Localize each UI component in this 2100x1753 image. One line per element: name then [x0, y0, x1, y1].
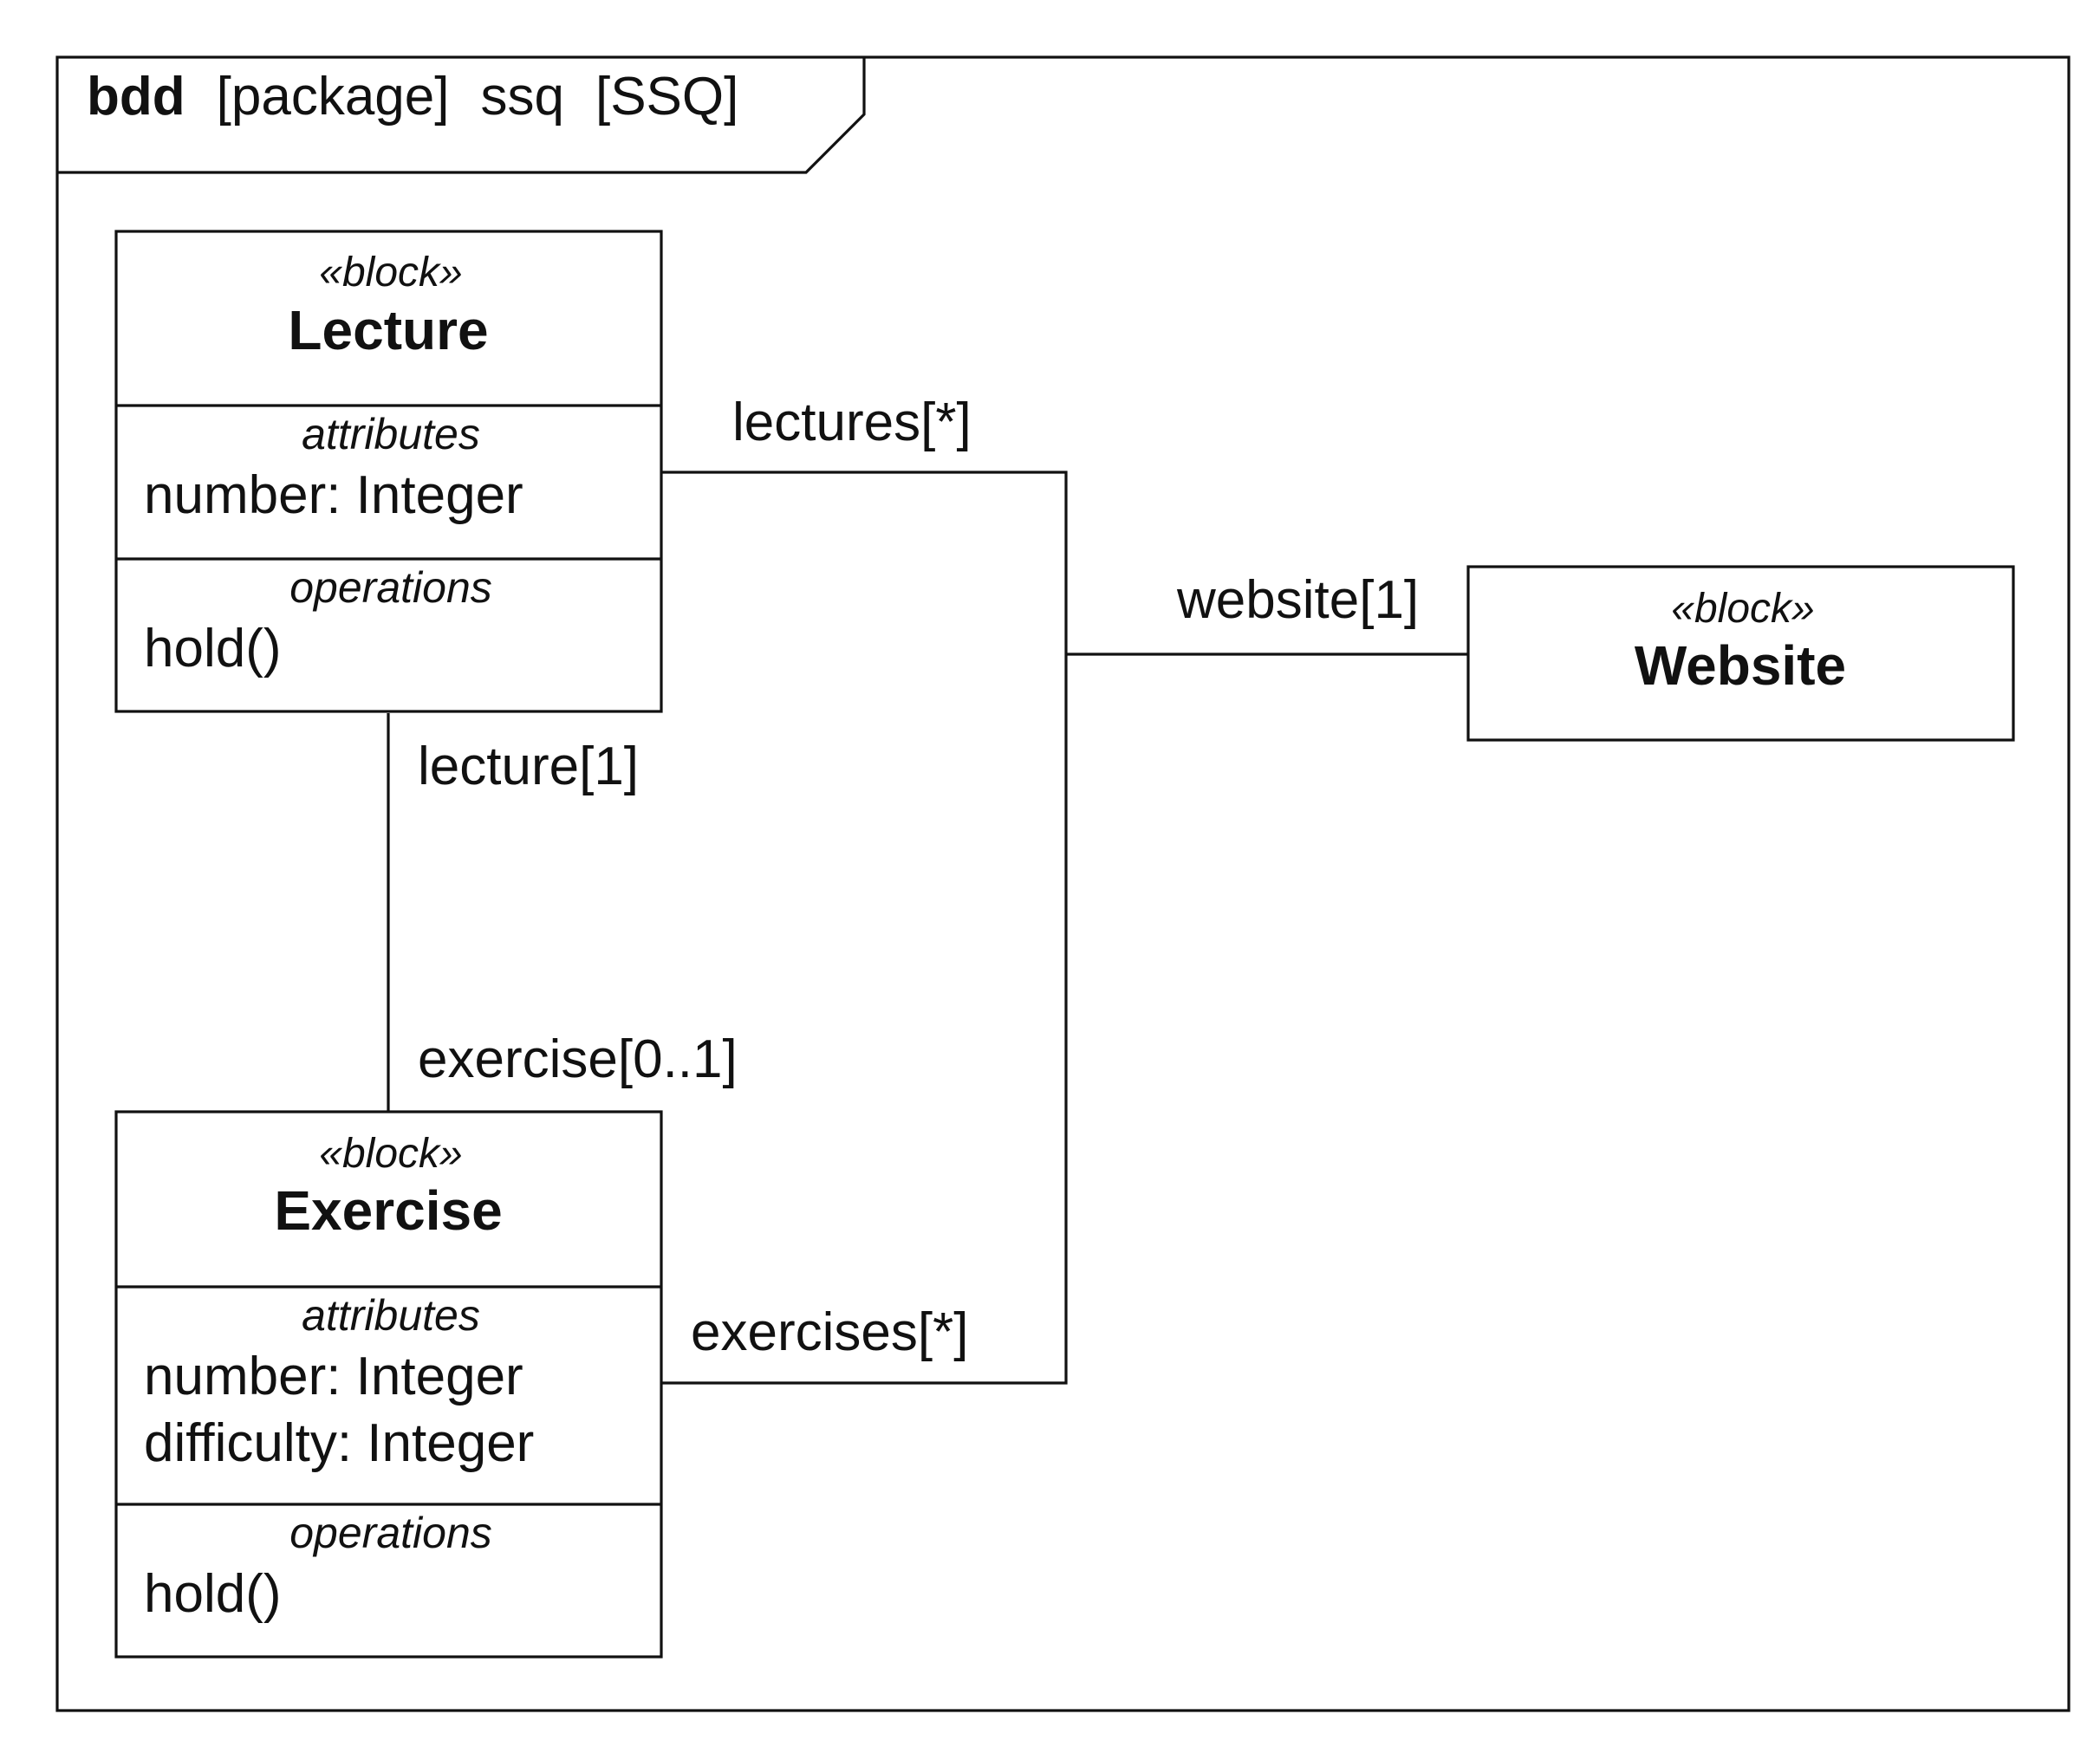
block-exercise-box: [114, 1110, 663, 1659]
block-name: Lecture: [288, 299, 488, 361]
block-lecture-box: [114, 230, 663, 713]
operations-compartment-label: operations: [289, 563, 492, 612]
frame-element-type: [package]: [217, 67, 450, 127]
block-website[interactable]: «block» Website: [1466, 565, 2015, 742]
frame-kind: bdd: [87, 67, 185, 127]
frame-header: bdd [package] ssq [SSQ]: [87, 67, 738, 127]
frame-header-tab: [57, 57, 866, 174]
attribute-number: number: Integer: [144, 465, 523, 525]
block-name: Exercise: [274, 1179, 502, 1242]
role-website: website[1]: [1176, 570, 1419, 630]
operation-hold: hold(): [144, 619, 282, 678]
operation-hold: hold(): [144, 1564, 282, 1624]
diagram-frame: bdd [package] ssq [SSQ]: [55, 55, 2071, 1712]
operations-compartment-label: operations: [289, 1509, 492, 1557]
block-lecture[interactable]: «block» Lecture attributes number: Integ…: [114, 230, 663, 713]
association-lines: [387, 471, 1468, 1385]
block-website-box: [1466, 565, 2015, 742]
block-name: Website: [1635, 634, 1846, 697]
block-stereotype: «block»: [1671, 586, 1814, 632]
role-exercises: exercises[*]: [691, 1302, 968, 1362]
role-exercise: exercise[0..1]: [418, 1029, 738, 1089]
role-lecture: lecture[1]: [418, 737, 639, 796]
attribute-number: number: Integer: [144, 1347, 523, 1406]
association-end-labels: lectures[*] website[1] lecture[1] exerci…: [418, 393, 1419, 1362]
role-lectures: lectures[*]: [732, 393, 972, 452]
association-lectures-exercises-bus[interactable]: [661, 471, 1068, 1385]
frame-border: [55, 55, 2071, 1712]
frame-name: ssq: [480, 67, 563, 127]
block-stereotype: «block»: [319, 1131, 462, 1177]
attribute-difficulty: difficulty: Integer: [144, 1413, 534, 1473]
block-stereotype: «block»: [319, 250, 462, 295]
attributes-compartment-label: attributes: [302, 410, 480, 458]
frame-diagram-name: [SSQ]: [595, 67, 738, 127]
block-exercise[interactable]: «block» Exercise attributes number: Inte…: [114, 1110, 663, 1659]
attributes-compartment-label: attributes: [302, 1291, 480, 1340]
